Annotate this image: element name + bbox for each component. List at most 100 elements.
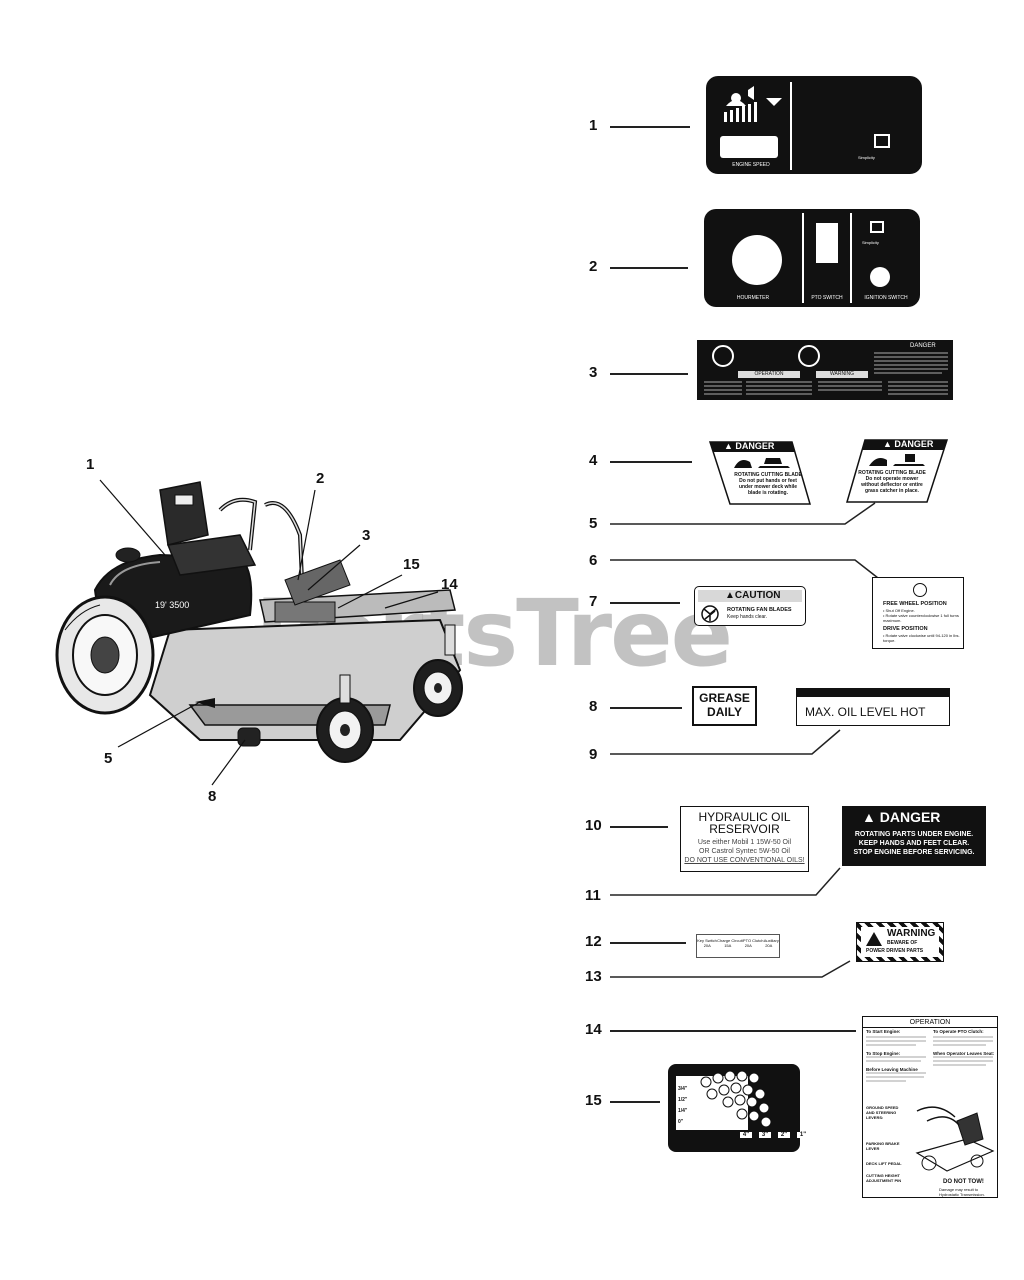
danger-fine-print [874, 352, 948, 374]
decal-11-line3: STOP ENGINE BEFORE SERVICING. [853, 849, 975, 856]
engine-speed-label: ENGINE SPEED [732, 162, 770, 168]
decal-9-max-oil: MAX. OIL LEVEL HOT [796, 688, 950, 726]
decal-14-leaving: Before Leaving Machine [866, 1067, 918, 1072]
fan-icon [701, 605, 719, 623]
hood-text: 19' 3500 [155, 600, 189, 610]
fuse-value: 15A [724, 943, 732, 948]
hourmeter-hole [732, 235, 782, 285]
decal-11-header: ▲ DANGER [862, 809, 941, 825]
decal-6-title2: DRIVE POSITION [883, 626, 928, 632]
decal-13-line2: POWER DRIVEN PARTS [866, 948, 924, 954]
fuse-value: 20A [744, 943, 752, 948]
decal-8-line1: GREASE [699, 691, 750, 705]
height-label: 3/4" [678, 1086, 688, 1092]
decal-14-damage: Damage may result to Hydrostatic Transmi… [939, 1187, 985, 1197]
fine-print [704, 381, 948, 395]
decal-14-pto: To Operate PTO Clutch: [933, 1029, 984, 1034]
right-gauge-icon [798, 345, 820, 367]
ref-number-5: 5 [589, 515, 598, 532]
operation-fine-print [866, 1036, 993, 1082]
ignition-hole [870, 267, 890, 287]
decal-14-operation: OPERATION To Start Engine: To Stop Engin… [862, 1016, 998, 1198]
decal-12-fuse-chart: Key Switch Charge Circuit PTO Clutch Aux… [696, 934, 780, 958]
ref-number-11: 11 [585, 887, 601, 904]
ref-number-9: 9 [589, 746, 598, 763]
left-gauge-icon [712, 345, 734, 367]
decal-4-line3: under mower deck while [738, 484, 798, 490]
decal-3-operation: OPERATION [738, 371, 800, 378]
decal-5-header: ▲ DANGER [883, 439, 934, 449]
mower-callout-1: 1 [86, 456, 95, 473]
fuse-header: PTO Clutch [742, 938, 764, 943]
engine-speed-window [720, 136, 778, 158]
decal-9-text: MAX. OIL LEVEL HOT [805, 705, 926, 719]
decal-7-line1: ROTATING FAN BLADES [727, 607, 792, 613]
decal-7-line2: Keep hands clear. [727, 614, 768, 620]
mower-callout-2: 2 [316, 470, 325, 487]
decal-4-danger-blade: ▲ DANGER ROTATING CUTTING BLADE Do not p… [708, 440, 812, 506]
decal-11-line1: ROTATING PARTS UNDER ENGINE. [854, 831, 974, 838]
decal-2-brand: Simplicity [862, 240, 879, 245]
decal-15-cutting-height: 3/4" 1/2" 1/4" 0" 4" 3" 2" 1" [668, 1064, 809, 1152]
decal-14-operator: When Operator Leaves Seat: [933, 1051, 995, 1056]
height-label: 1/2" [678, 1097, 688, 1103]
decal-10-hydraulic-oil: HYDRAULIC OIL RESERVOIR Use either Mobil… [680, 806, 809, 872]
leader-7 [610, 602, 680, 604]
fuse-value: 20A [765, 943, 773, 948]
decal-1-engine-speed: ENGINE SPEED Simplicity [706, 76, 922, 174]
decal-3-dash-panel: OPERATION WARNING DANGER [697, 340, 953, 400]
decal-14-deck: DECK LIFT PEDAL [866, 1161, 902, 1166]
ref-number-1: 1 [589, 117, 598, 134]
decal-11-line2: KEEP HANDS AND FEET CLEAR. [858, 840, 970, 847]
decal-10-line3: Use either Mobil 1 15W-50 Oil [697, 839, 792, 846]
decal-14-stop: To Stop Engine: [866, 1051, 901, 1056]
decal-14-parking: PARKING BRAKE LEVER [866, 1141, 900, 1151]
hand-blade-icon [734, 458, 790, 468]
mower-callout-3: 3 [362, 527, 371, 544]
ref-number-4: 4 [589, 452, 598, 469]
mower-callout-5: 5 [104, 750, 113, 767]
decal-10-line5: DO NOT USE CONVENTIONAL OILS! [684, 857, 805, 864]
ref-number-2: 2 [589, 258, 598, 275]
decal-6-free-wheel: FREE WHEEL POSITION • Shut Off Engine. •… [872, 577, 964, 649]
leader-1 [610, 126, 690, 128]
inch-label: 4" [740, 1132, 752, 1138]
decal-3-danger: DANGER [910, 343, 936, 349]
mower-callout-14: 14 [441, 576, 458, 593]
leader-3 [610, 373, 688, 375]
decal-11-danger-engine: ▲ DANGER ROTATING PARTS UNDER ENGINE. KE… [842, 806, 986, 866]
pto-switch-hole [816, 223, 838, 263]
decal-5-line1: ROTATING CUTTING BLADE [858, 470, 926, 476]
foot-blade-icon [869, 454, 925, 466]
ref-number-6: 6 [589, 552, 598, 569]
decal-6-b3: • Rotate valve clockwise until 94-120 in… [883, 633, 960, 643]
simplicity-logo-icon [874, 134, 890, 148]
decal-14-cutting: CUTTING HEIGHT ADJUSTMENT PIN [866, 1173, 902, 1183]
height-label: 1/4" [678, 1108, 688, 1114]
decal-10-line4: OR Castrol Syntec 5W-50 Oil [699, 848, 790, 855]
decal-13-line1: BEWARE OF [887, 940, 918, 946]
height-label: 0" [678, 1119, 684, 1125]
warning-triangle-icon [866, 932, 882, 946]
inch-label: 1" [797, 1132, 809, 1138]
leader-15 [610, 1101, 660, 1103]
decal-7-caution-fan: ▲CAUTION ROTATING FAN BLADES Keep hands … [694, 586, 806, 626]
fuse-value: 20A [703, 943, 711, 948]
decal-4-line1: ROTATING CUTTING BLADE [734, 472, 802, 478]
fuse-header: Auxiliary [763, 938, 779, 943]
decal-2-switch-panel: HOURMETER PTO SWITCH Simplicity IGNITION… [704, 209, 920, 307]
decal-5-line3: without deflector or entire [861, 482, 923, 488]
ref-number-14: 14 [585, 1021, 602, 1038]
fuse-header: Key Switch [697, 938, 717, 943]
angled-leaders [610, 502, 879, 978]
decal-6-title1: FREE WHEEL POSITION [883, 601, 947, 607]
ref-number-10: 10 [585, 817, 602, 834]
decal-6-b2: • Rotate valve counterclockwise 1 full t… [883, 613, 959, 623]
ref-number-8: 8 [589, 698, 598, 715]
ref-number-7: 7 [589, 593, 598, 610]
inch-label: 3" [759, 1132, 771, 1138]
decal-13-warning: WARNING BEWARE OF POWER DRIVEN PARTS [856, 922, 944, 962]
decal-4-line4: blade is rotating. [747, 490, 788, 496]
decal-1-brand: Simplicity [858, 155, 875, 160]
decal-8-line2: DAILY [707, 705, 742, 719]
